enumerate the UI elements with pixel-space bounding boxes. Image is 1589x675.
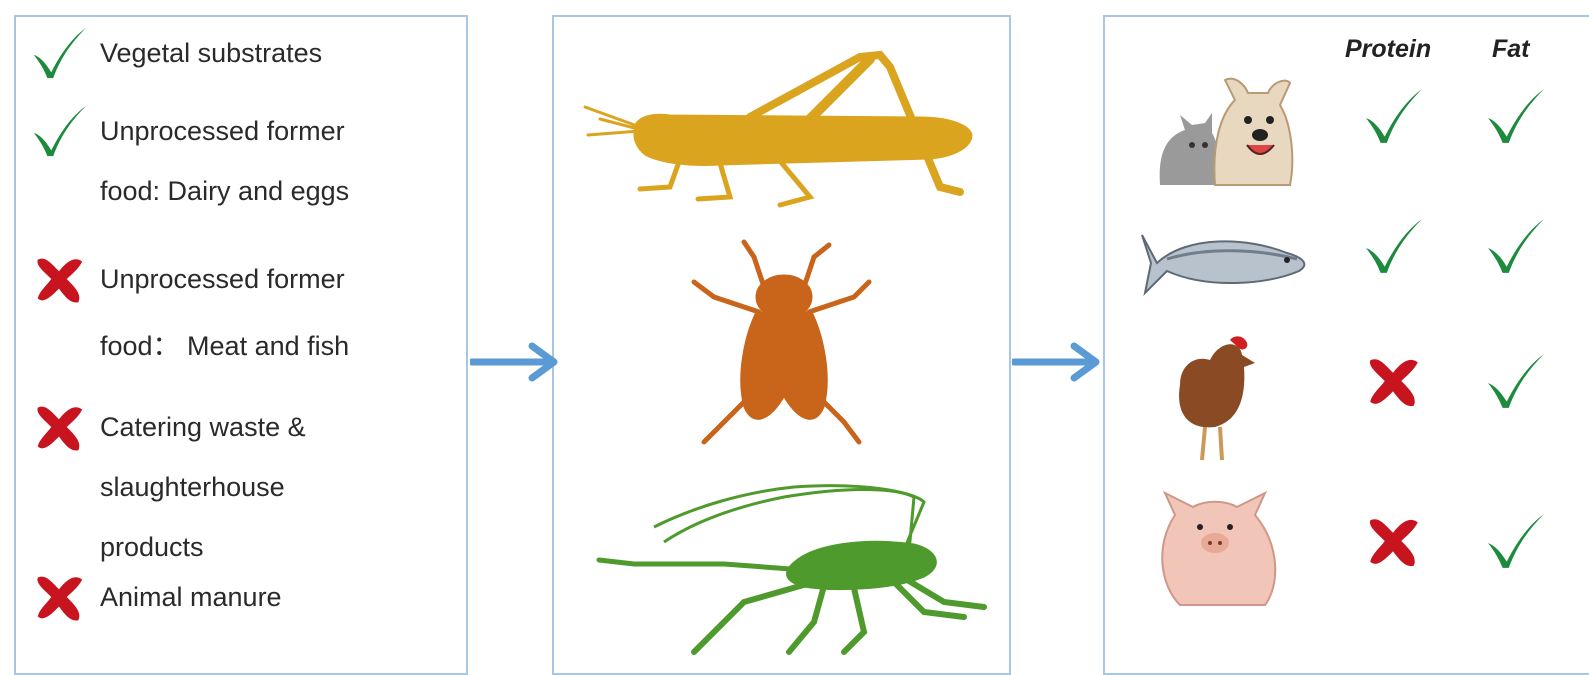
substrate-label: food： Meat and fish	[100, 324, 349, 363]
insects-panel	[552, 15, 1011, 675]
pig-image	[1155, 485, 1285, 610]
check-icon	[30, 102, 88, 160]
fat-check-mark	[1484, 350, 1548, 414]
substrate-item: Unprocessed former food: Dairy and eggs	[30, 102, 460, 222]
cricket-silhouette	[594, 482, 994, 667]
check-icon	[1484, 350, 1546, 412]
check-icon	[1484, 215, 1546, 277]
substrate-item: Vegetal substrates	[30, 24, 460, 84]
substrate-item: Catering waste & slaughterhouse products	[30, 398, 460, 578]
protein-check-mark	[1362, 85, 1426, 149]
cross-mark	[30, 568, 90, 628]
fat-check-mark	[1484, 510, 1548, 574]
check-icon	[30, 24, 88, 82]
substrate-item: Animal manure	[30, 568, 460, 628]
chicken-image	[1160, 335, 1260, 465]
cross-mark	[30, 250, 90, 310]
fat-check-mark	[1484, 85, 1548, 149]
check-mark	[30, 102, 90, 162]
protein-header: Protein	[1345, 35, 1431, 64]
cross-icon	[30, 250, 88, 308]
arrow-right-icon	[1012, 342, 1102, 382]
arrow-right-icon	[470, 342, 560, 382]
cross-icon	[1362, 350, 1424, 412]
protein-check-mark	[1362, 215, 1426, 279]
cross-icon	[30, 568, 88, 626]
grasshopper-silhouette	[580, 47, 980, 227]
substrate-item: Unprocessed former food： Meat and fish	[30, 250, 460, 370]
protein-cross-mark	[1362, 510, 1426, 574]
pets-image	[1150, 75, 1300, 190]
check-icon	[1362, 85, 1424, 147]
fat-check-mark	[1484, 215, 1548, 279]
substrate-label: Vegetal substrates	[100, 38, 322, 69]
substrate-label: products	[100, 532, 204, 563]
fly-silhouette	[684, 237, 884, 467]
fish-image	[1137, 225, 1312, 300]
cross-icon	[1362, 510, 1424, 572]
check-icon	[1484, 85, 1546, 147]
check-icon	[1362, 215, 1424, 277]
cross-icon	[30, 398, 88, 456]
substrate-label: Unprocessed former	[100, 116, 345, 147]
substrate-label: food: Dairy and eggs	[100, 176, 349, 207]
check-icon	[1484, 510, 1546, 572]
substrate-label: Unprocessed former	[100, 264, 345, 295]
substrate-label: slaughterhouse	[100, 472, 285, 503]
protein-cross-mark	[1362, 350, 1426, 414]
check-mark	[30, 24, 90, 84]
cross-mark	[30, 398, 90, 458]
substrate-label: Animal manure	[100, 582, 282, 613]
substrate-label: Catering waste &	[100, 412, 306, 443]
fat-header: Fat	[1492, 35, 1530, 64]
